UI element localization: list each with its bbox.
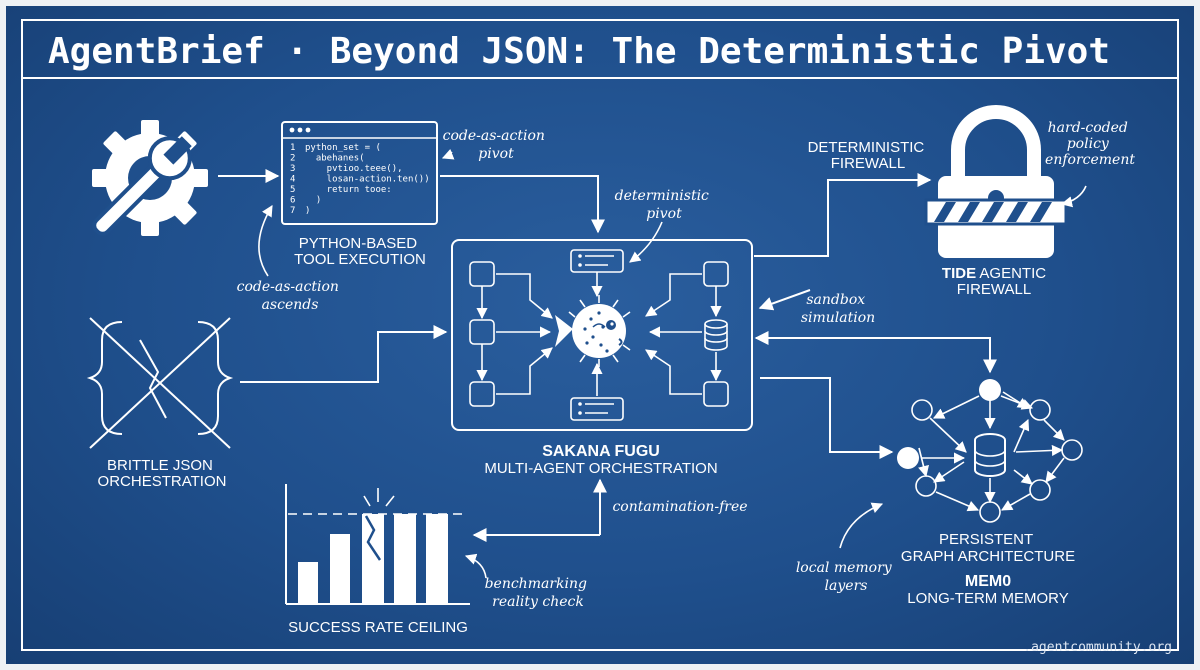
- code-line-text: return tooe:: [305, 185, 392, 195]
- note-deterministic-pivot: deterministic pivot: [615, 188, 714, 222]
- note-local-memory: local memory layers: [796, 560, 896, 594]
- memory-graph: [897, 379, 1083, 523]
- orchestration-internals: [469, 249, 729, 421]
- graph-architecture-label: PERSISTENT GRAPH ARCHITECTURE: [901, 531, 1075, 565]
- code-line-number: 4: [290, 175, 295, 185]
- brittle-json-label: BRITTLE JSON ORCHESTRATION: [98, 457, 227, 490]
- code-lines: 1 python_set = ( 2 abehanes( 3 pvtioo.teee(…: [290, 143, 430, 216]
- success-rate-label: SUCCESS RATE CEILING: [288, 619, 468, 636]
- diagram-canvas: AgentBrief · Beyond JSON: The Determinis…: [21, 19, 1179, 655]
- fugu-subtitle: MULTI-AGENT ORCHESTRATION: [484, 460, 717, 477]
- mem0-subtitle: LONG-TERM MEMORY: [907, 590, 1068, 607]
- note-sandbox-simulation: sandbox simulation: [801, 292, 875, 326]
- note-contamination-free: contamination-free: [612, 499, 747, 515]
- code-line-number: 1: [290, 143, 295, 153]
- page-title: AgentBrief · Beyond JSON: The Determinis…: [48, 31, 1110, 72]
- python-exec-label: PYTHON-BASED TOOL EXECUTION: [294, 235, 426, 268]
- code-line-text: ): [305, 196, 321, 206]
- code-line-text: ): [305, 206, 310, 216]
- fugu-title: SAKANA FUGU: [542, 443, 660, 460]
- orchestration-box: [451, 239, 753, 431]
- code-line-text: pvtioo.teee(),: [305, 164, 403, 174]
- database-icon: [704, 319, 728, 351]
- note-code-as-action-pivot: code-as-action pivot: [443, 128, 550, 162]
- note-hard-coded-policy: hard-coded policy enforcement: [1045, 120, 1135, 168]
- title-band: [21, 19, 1179, 79]
- code-line-number: 3: [290, 164, 295, 174]
- graph-database-icon: [974, 433, 1006, 477]
- padlock-icon: [924, 105, 1068, 258]
- footer-domain: .agentcommunity.org: [1023, 640, 1172, 655]
- mem0-title: MEM0: [965, 573, 1011, 590]
- code-line-number: 2: [290, 154, 295, 164]
- note-code-as-action-ascends: code-as-action ascends: [237, 279, 344, 313]
- code-line-number: 7: [290, 206, 295, 216]
- bar-chart-icon: [285, 484, 470, 605]
- code-line-text: losan-action.ten()): [305, 175, 430, 185]
- code-line-text: python_set = (: [305, 143, 381, 153]
- tide-label: TIDE AGENTIC: [942, 265, 1046, 282]
- note-benchmarking: benchmarking reality check: [485, 576, 592, 610]
- code-line-text: abehanes(: [305, 154, 365, 164]
- tide-label-line2: FIREWALL: [957, 281, 1031, 298]
- deterministic-firewall-label: DETERMINISTIC FIREWALL: [808, 139, 929, 172]
- code-line-number: 6: [290, 196, 295, 206]
- pufferfish-icon: [555, 295, 631, 367]
- list-card-bottom: [570, 397, 624, 421]
- connectors: [218, 149, 1087, 579]
- blueprint-board: AgentBrief · Beyond JSON: The Determinis…: [6, 6, 1194, 664]
- code-window: 1 python_set = ( 2 abehanes( 3 pvtioo.teee(…: [281, 121, 438, 225]
- code-line-number: 5: [290, 185, 295, 195]
- gear-wrench-icon: [92, 120, 208, 236]
- list-card-top: [570, 249, 624, 273]
- broken-braces-icon: [86, 317, 234, 449]
